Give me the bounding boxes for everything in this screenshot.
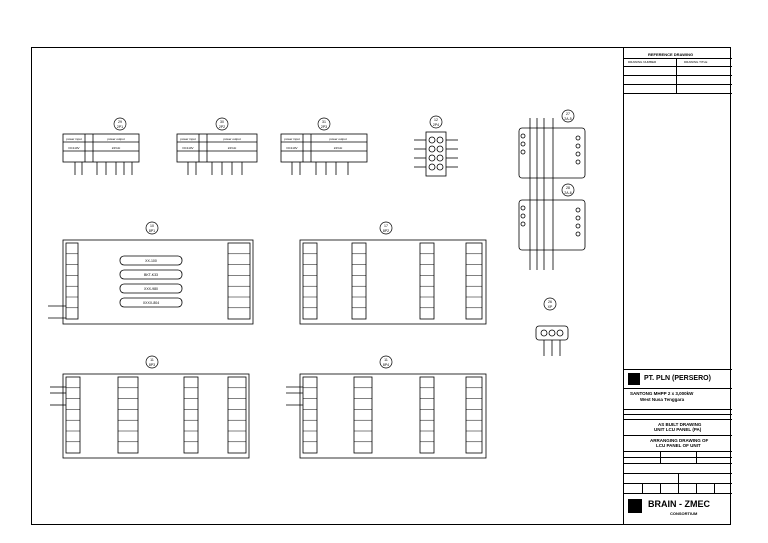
relay-label-1: XX-100 bbox=[145, 259, 157, 263]
owner-name: PT. PLN (PERSERO) bbox=[644, 375, 711, 382]
balloon-17-tag: 8P2 bbox=[383, 229, 389, 233]
balloon-12-tag: 2P4 bbox=[433, 123, 439, 127]
ps1-input-voltage: DC110V bbox=[68, 146, 79, 150]
drawing-title-line2: UNIT LCU PANEL (PA) bbox=[654, 427, 702, 432]
drawing-sheet bbox=[31, 47, 731, 525]
balloon-28-num: 28 bbox=[566, 186, 570, 190]
ps1-output-label: power output bbox=[107, 137, 125, 141]
reference-col-title: DRAWING TITLE bbox=[684, 60, 708, 64]
balloon-27-tag: 2A-5 bbox=[564, 117, 571, 121]
module-10 bbox=[48, 239, 254, 325]
balloon-11a-num: 11 bbox=[150, 358, 154, 362]
balloon-26-tag: XP bbox=[548, 305, 553, 309]
balloon-26-num: 26 bbox=[548, 300, 552, 304]
module-17 bbox=[299, 239, 487, 325]
module-11-right bbox=[286, 373, 487, 459]
pln-logo-icon bbox=[628, 373, 640, 385]
contractor-sub: CONSORTIUM bbox=[670, 511, 698, 516]
balloon-29-tag: 2P1 bbox=[117, 125, 123, 129]
balloon-11b-num: 11 bbox=[384, 358, 388, 362]
power-supply-1 bbox=[62, 133, 140, 175]
power-supply-3 bbox=[280, 133, 368, 175]
reference-header: REFERENCE DRAWING bbox=[648, 52, 694, 57]
balloon-31-num: 31 bbox=[322, 120, 326, 124]
balloon-30-tag: 2P2 bbox=[219, 125, 225, 129]
power-supply-2 bbox=[176, 133, 258, 175]
balloon-12-num: 12 bbox=[434, 118, 438, 122]
balloon-31-tag: 2P3 bbox=[321, 125, 327, 129]
balloon-11b-tag: 8P4 bbox=[383, 363, 389, 367]
brain-zmec-logo-icon bbox=[628, 499, 642, 513]
contractor-name: BRAIN - ZMEC bbox=[648, 499, 710, 509]
ps3-output-voltage: 24Vdc bbox=[334, 146, 343, 150]
ps1-input-label: power input bbox=[66, 137, 82, 141]
balloon-30-num: 30 bbox=[220, 120, 224, 124]
ps1-output-voltage: 24Vdc bbox=[112, 146, 121, 150]
ps3-output-label: power output bbox=[329, 137, 347, 141]
reference-col-number: DRAWING NUMBER bbox=[628, 60, 657, 64]
relay-label-4: XXXX-804 bbox=[143, 301, 159, 305]
balloon-11a-tag: 8P3 bbox=[149, 363, 155, 367]
module-26 bbox=[535, 325, 569, 356]
project-line2: West Nusa Tenggara bbox=[640, 397, 685, 402]
relay-label-3: XXX-980 bbox=[144, 287, 158, 291]
ps2-output-voltage: 24Vdc bbox=[228, 146, 237, 150]
terminal-module-12 bbox=[414, 131, 458, 177]
drawing-title-line1: AS BUILT DRAWING bbox=[658, 422, 702, 427]
balloon-29-num: 29 bbox=[118, 120, 122, 124]
balloon-10-tag: 8P1 bbox=[149, 229, 155, 233]
title-block: REFERENCE DRAWING DRAWING NUMBER DRAWING… bbox=[623, 47, 732, 525]
balloon-17-num: 17 bbox=[384, 224, 388, 228]
balloon-10-num: 10 bbox=[150, 224, 154, 228]
ps3-input-voltage: DC110V bbox=[286, 146, 297, 150]
project-line1: SANTONG MHPP 2 x 3,000kW bbox=[630, 391, 694, 396]
ps2-input-label: power input bbox=[180, 137, 196, 141]
sheet-title-line2: LCU PANEL OF UNIT bbox=[656, 443, 701, 448]
balloon-28-tag: 2A-6 bbox=[564, 191, 571, 195]
module-27 bbox=[518, 118, 586, 270]
balloon-27-num: 27 bbox=[566, 112, 570, 116]
ps2-output-label: power output bbox=[223, 137, 241, 141]
ps2-input-voltage: DC110V bbox=[182, 146, 193, 150]
relay-label-2: BKT-K33 bbox=[144, 273, 158, 277]
module-11-left bbox=[50, 373, 250, 459]
module-28 bbox=[518, 199, 586, 251]
ps3-input-label: power input bbox=[284, 137, 300, 141]
sheet-title-line1: ARRANGING DRAWING OF bbox=[650, 438, 709, 443]
